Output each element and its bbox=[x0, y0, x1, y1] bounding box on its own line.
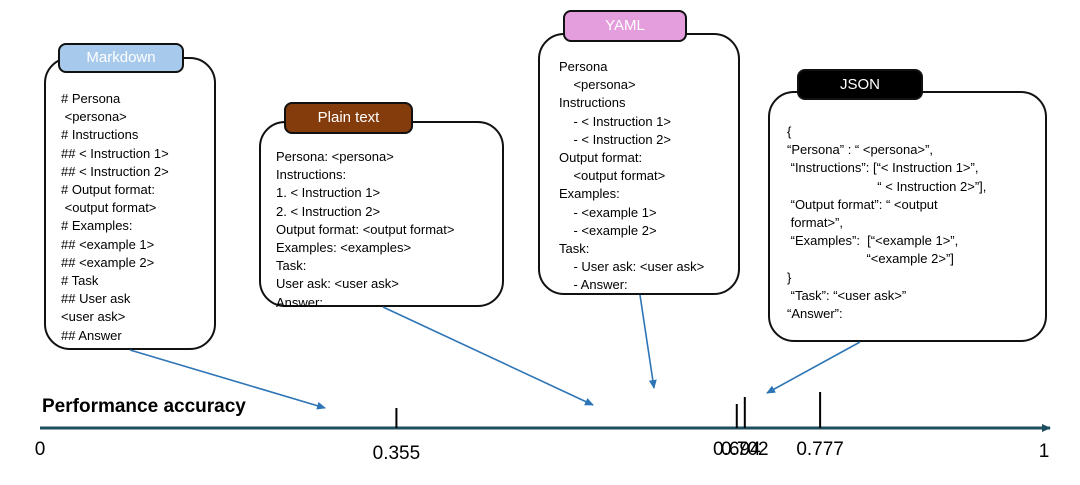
callout-line: Examples: bbox=[559, 186, 620, 202]
callout-line: ## Answer bbox=[61, 327, 122, 343]
plain-text-pointer bbox=[382, 306, 594, 406]
callout-line: Task: bbox=[559, 241, 590, 257]
axis-max-label: 1 bbox=[1038, 441, 1050, 462]
json-pointer bbox=[766, 341, 861, 394]
callout-line: User ask: <user ask> bbox=[276, 276, 399, 292]
callout-line: { bbox=[787, 124, 792, 139]
callout-line: ## User ask bbox=[61, 291, 131, 307]
callout-line: 2. < Instruction 2> bbox=[276, 203, 381, 219]
callout-line: Persona bbox=[559, 59, 608, 74]
tick-label: 0.355 bbox=[372, 443, 421, 464]
callout-line: ## < Instruction 1> bbox=[61, 145, 169, 161]
callout-line: } bbox=[787, 269, 792, 285]
yaml-pointer bbox=[639, 294, 657, 389]
callout-line: Instructions: bbox=[276, 167, 347, 183]
callout-line: # Persona bbox=[61, 91, 121, 106]
callout-line: Output format: bbox=[559, 150, 643, 166]
json-lines: { “Persona” : “ <persona>”, “Instructions… bbox=[787, 123, 986, 323]
yaml-callout: Persona <persona> Instructions - < Instru… bbox=[538, 33, 740, 295]
yaml-tag: YAML bbox=[563, 10, 687, 42]
markdown-tag: Markdown bbox=[58, 43, 184, 73]
callout-line: - < Instruction 2> bbox=[559, 131, 671, 147]
callout-line: “<example 2>”] bbox=[787, 251, 954, 267]
callout-line: ## < Instruction 2> bbox=[61, 163, 169, 179]
tick-label: 0.777 bbox=[796, 439, 844, 460]
callout-line: <output format> bbox=[559, 168, 666, 184]
callout-line: 1. < Instruction 1> bbox=[276, 185, 381, 201]
callout-line: - <example 2> bbox=[559, 222, 657, 238]
axis-title: Performance accuracy bbox=[42, 396, 246, 417]
callout-line: ## <example 2> bbox=[61, 254, 155, 270]
json-tag: JSON bbox=[797, 69, 923, 100]
callout-line: Examples: <examples> bbox=[276, 240, 412, 256]
axis-min-label: 0 bbox=[34, 439, 46, 460]
callout-line: # Instructions bbox=[61, 127, 139, 143]
callout-line: format>”, bbox=[787, 215, 843, 231]
plain-text-lines: Persona: <persona> Instructions: 1. < Inst… bbox=[276, 148, 454, 312]
callout-line: <output format> bbox=[61, 200, 157, 216]
callout-line: # Examples: bbox=[61, 218, 133, 234]
callout-line: - < Instruction 1> bbox=[559, 113, 671, 129]
callout-line: “Task”: “<user ask>” bbox=[787, 287, 907, 303]
callout-line: “Instructions”: [“< Instruction 1>”, bbox=[787, 160, 979, 176]
callout-line: # Task bbox=[61, 273, 99, 289]
callout-line: <user ask> bbox=[61, 309, 126, 325]
callout-line: ## <example 1> bbox=[61, 236, 155, 252]
plain-text-tag: Plain text bbox=[284, 102, 413, 134]
callout-line: “Examples”: [“<example 1>”, bbox=[787, 233, 959, 249]
callout-line: Task: bbox=[276, 258, 307, 274]
markdown-pointer bbox=[129, 349, 326, 410]
plain-text-callout: Persona: <persona> Instructions: 1. < Inst… bbox=[259, 121, 504, 310]
callout-line: - Answer: bbox=[559, 277, 628, 293]
callout-line: # Output format: bbox=[61, 182, 155, 198]
callout-line: “Answer”: bbox=[787, 306, 843, 322]
callout-line: “Output format”: “ <output bbox=[787, 196, 938, 212]
markdown-callout: # Persona <persona> # Instructions ## < In… bbox=[44, 57, 216, 350]
yaml-lines: Persona <persona> Instructions - < Instru… bbox=[559, 58, 704, 295]
callout-line: - <example 1> bbox=[559, 204, 657, 220]
callout-line: “Persona” : “ <persona>”, bbox=[787, 142, 933, 158]
callout-line: Instructions bbox=[559, 95, 626, 111]
callout-line: Answer: bbox=[276, 294, 323, 310]
callout-line: Persona: <persona> bbox=[276, 149, 394, 164]
callout-line: <persona> bbox=[61, 109, 127, 125]
callout-line: Output format: <output format> bbox=[276, 221, 455, 237]
json-callout: { “Persona” : “ <persona>”, “Instructions… bbox=[768, 91, 1047, 342]
callout-line: - User ask: <user ask> bbox=[559, 259, 705, 275]
tick-label: 0.702 bbox=[721, 439, 769, 460]
callout-line: <persona> bbox=[559, 77, 636, 93]
tick-label: 0.694 bbox=[712, 439, 761, 460]
markdown-lines: # Persona <persona> # Instructions ## < In… bbox=[61, 90, 169, 345]
callout-line: “ < Instruction 2>”], bbox=[787, 178, 987, 194]
